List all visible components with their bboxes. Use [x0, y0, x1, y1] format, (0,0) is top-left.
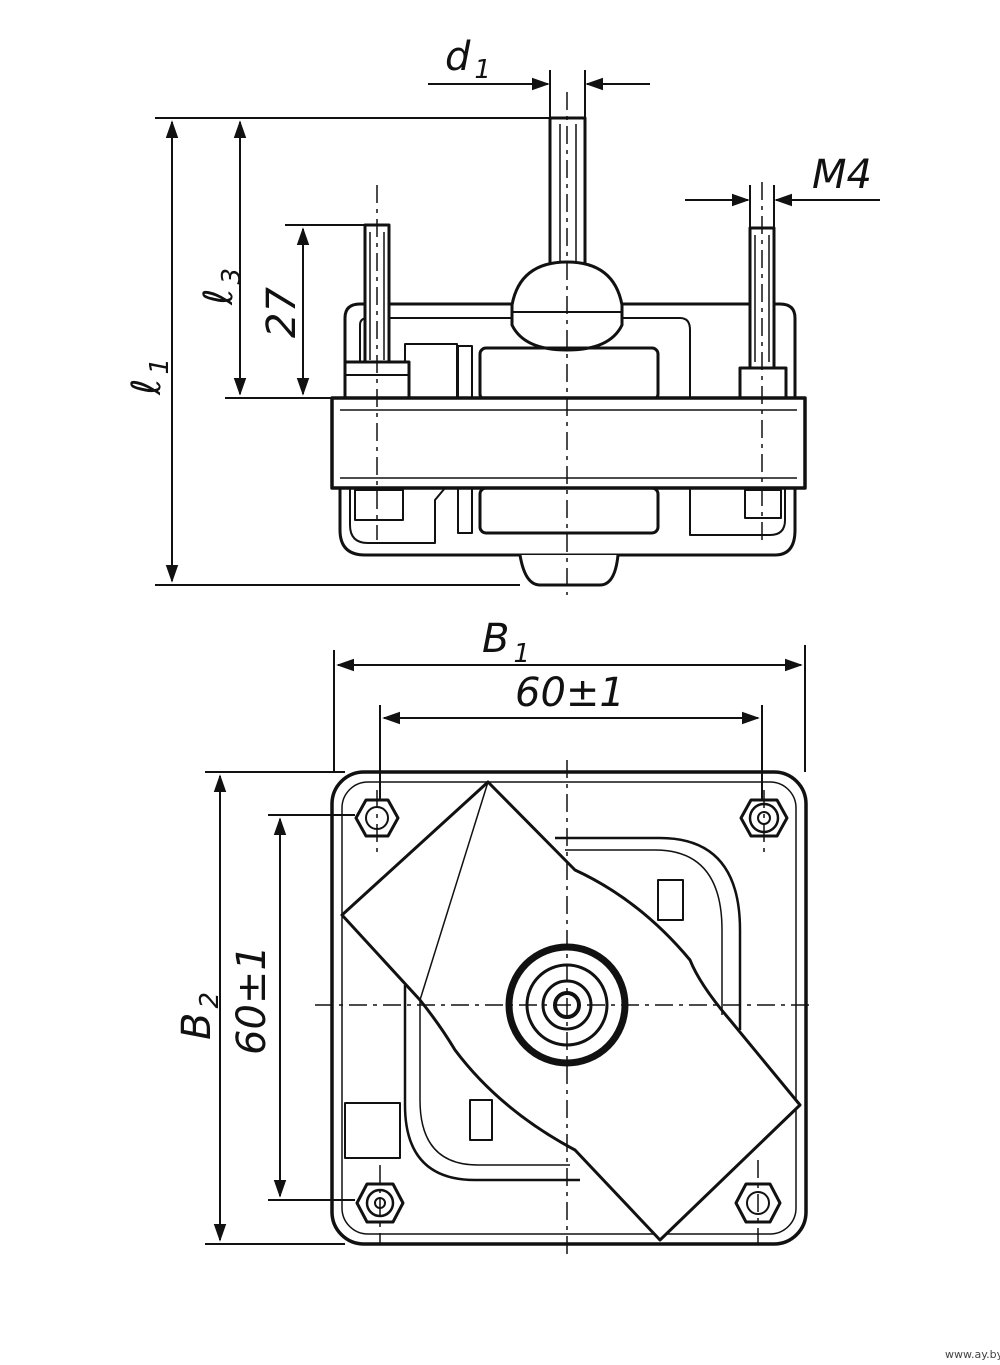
- side-view: [330, 116, 807, 587]
- top-view: [330, 770, 808, 1246]
- label-m4: M4: [812, 152, 872, 198]
- top-dimensions: [205, 645, 806, 1245]
- label-60-vertical: 60±1: [229, 945, 275, 1055]
- nut-bottom-left: [354, 489, 404, 521]
- watermark: www.ay.by: [945, 1348, 1000, 1361]
- stator-body: [330, 396, 807, 490]
- label-l1: ℓ1: [124, 358, 175, 396]
- winding-core: [478, 346, 660, 402]
- top-bracket: [343, 302, 797, 400]
- side-dimensions: [155, 70, 880, 586]
- label-27: 27: [259, 287, 305, 338]
- bracket-arm-right: [555, 836, 742, 1030]
- lower-bearing: [518, 554, 620, 587]
- label-b2: B2: [174, 992, 225, 1040]
- label-l3: ℓ3: [196, 268, 247, 306]
- nut-right: [738, 366, 788, 402]
- nut-bottom-right: [734, 1182, 782, 1224]
- bracket-arm-left: [403, 985, 580, 1182]
- mounting-plate: [330, 770, 808, 1246]
- label-60-horizontal: 60±1: [515, 670, 625, 716]
